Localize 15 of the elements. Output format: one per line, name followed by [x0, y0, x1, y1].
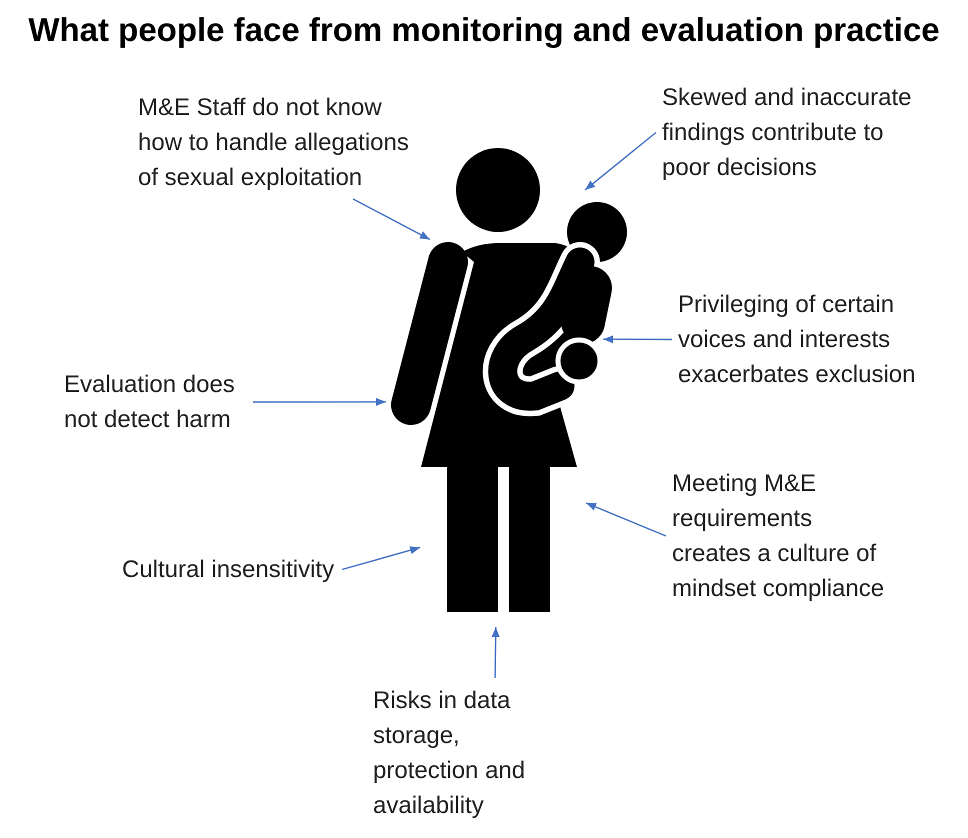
arrow — [584, 132, 656, 190]
callout-text: Evaluation does not detect harm — [64, 367, 249, 437]
arrow — [586, 502, 666, 537]
callout-text: Skewed and inaccurate findings contribute to poor decisions — [662, 80, 924, 185]
arrow — [342, 546, 420, 570]
callout-text: Risks in data storage, protection and availability — [373, 683, 545, 823]
callout-text: Privileging of certain voices and interests exacerbates exclusion — [678, 287, 936, 392]
arrow — [253, 398, 386, 406]
diagram-title: What people face from monitoring and evaluation practice — [28, 10, 940, 50]
arrow — [492, 627, 500, 678]
callout-text: M&E Staff do not know how to handle allegations of sexual exploitation — [138, 90, 421, 195]
arrow — [352, 198, 430, 240]
callout-text: Meeting M&E requirements creates a culture of mindset compliance — [672, 466, 891, 606]
callout-text: Cultural insensitivity — [122, 552, 337, 587]
arrow — [603, 335, 672, 344]
